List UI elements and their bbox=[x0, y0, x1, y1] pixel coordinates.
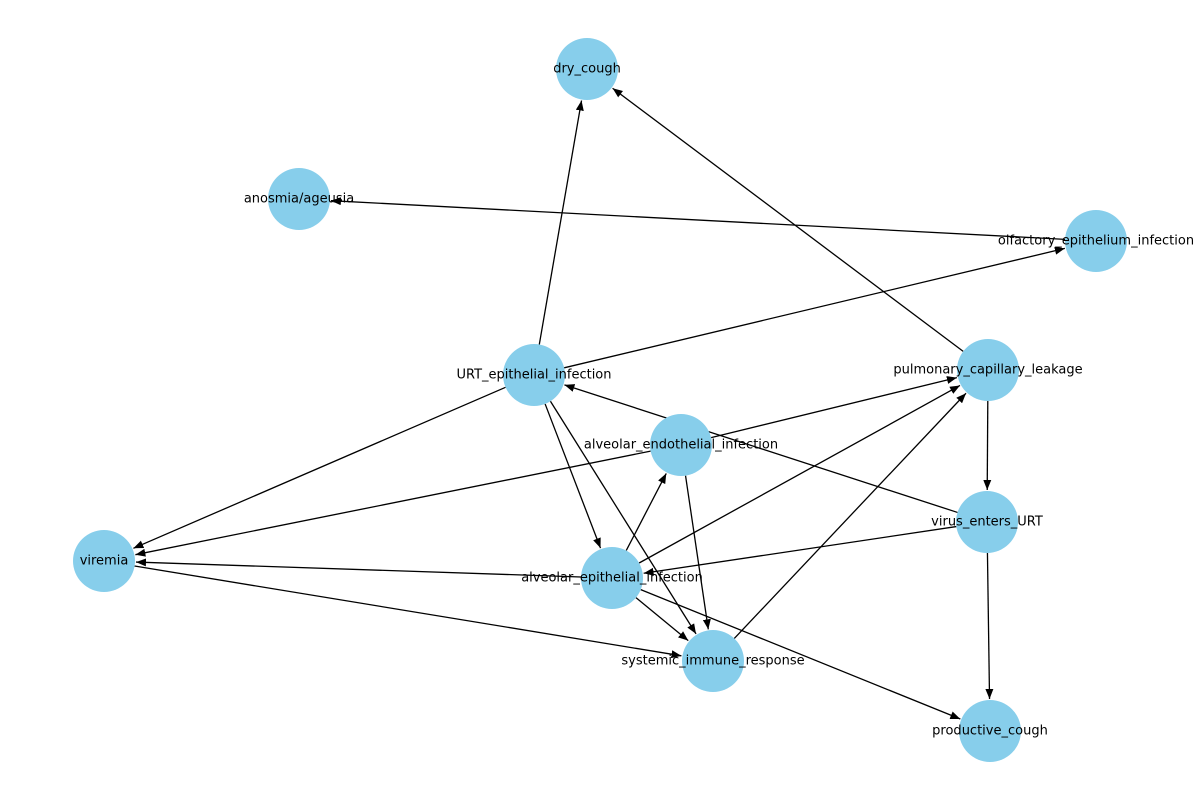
node-label-viremia: viremia bbox=[80, 554, 129, 569]
node-label-dry_cough: dry_cough bbox=[553, 62, 621, 77]
edge-aepi-to-sir bbox=[635, 597, 689, 642]
edge-venters-to-aepi bbox=[643, 525, 957, 576]
edge-aendo-to-viremia bbox=[135, 450, 651, 557]
edge-urt-to-aepi bbox=[544, 403, 602, 549]
node-label-sir: systemic_immune_response bbox=[621, 654, 804, 669]
edge-olfactory-to-anosmia bbox=[330, 197, 1066, 241]
edge-aepi-to-pcough bbox=[640, 589, 961, 720]
node-viremia bbox=[73, 530, 135, 592]
edge-venters-to-urt bbox=[564, 384, 958, 514]
node-venters bbox=[956, 491, 1018, 553]
node-label-pcough: productive_cough bbox=[932, 724, 1048, 739]
edge-aepi-to-viremia bbox=[135, 558, 582, 578]
node-olfactory bbox=[1065, 210, 1127, 272]
nodes-layer bbox=[73, 38, 1127, 762]
node-label-aendo: alveolar_endothelial_infection bbox=[584, 438, 778, 453]
edge-aepi-to-pcl bbox=[638, 384, 961, 564]
node-label-anosmia: anosmia/ageusia bbox=[244, 192, 354, 207]
node-pcl bbox=[957, 339, 1019, 401]
node-aepi bbox=[581, 547, 643, 609]
edge-aendo-to-pcl bbox=[710, 376, 958, 439]
edge-urt-to-dry_cough bbox=[538, 100, 584, 345]
node-label-aepi: alveolar_epithelial_infection bbox=[521, 571, 703, 586]
edge-pcl-to-dry_cough bbox=[612, 87, 964, 352]
edge-urt-to-sir bbox=[549, 400, 697, 635]
node-dry_cough bbox=[556, 38, 618, 100]
labels-layer: dry_cough anosmia/ageusia olfactory_epithe… bbox=[80, 62, 1194, 739]
edge-pcl-to-venters bbox=[983, 400, 992, 491]
node-urt bbox=[503, 344, 565, 406]
node-anosmia bbox=[268, 168, 330, 230]
edge-sir-to-pcl bbox=[733, 392, 967, 639]
node-label-urt: URT_epithelial_infection bbox=[456, 368, 611, 383]
edge-venters-to-pcough bbox=[985, 552, 994, 700]
edge-urt-to-viremia bbox=[133, 386, 506, 549]
edge-aendo-to-sir bbox=[684, 475, 711, 630]
node-label-olfactory: olfactory_epithelium_infection bbox=[998, 234, 1194, 249]
node-aendo bbox=[650, 414, 712, 476]
node-label-venters: virus_enters_URT bbox=[931, 515, 1043, 530]
edges-layer bbox=[133, 87, 1066, 720]
node-label-pcl: pulmonary_capillary_leakage bbox=[893, 363, 1082, 378]
node-sir bbox=[682, 630, 744, 692]
edge-aepi-to-aendo bbox=[625, 473, 667, 551]
node-pcough bbox=[959, 700, 1021, 762]
edge-viremia-to-sir bbox=[134, 565, 682, 659]
edge-urt-to-olfactory bbox=[564, 246, 1066, 369]
